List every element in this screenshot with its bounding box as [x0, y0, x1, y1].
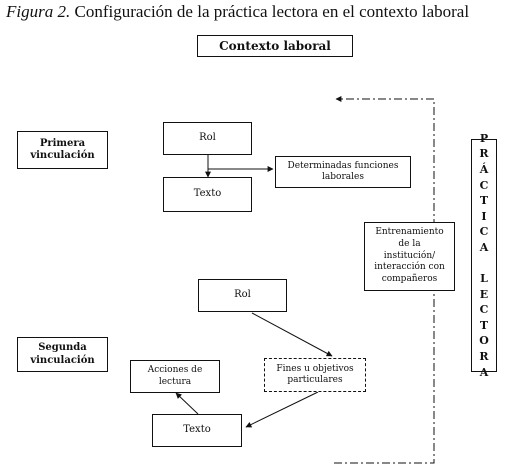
- rol-2-label: Rol: [234, 289, 251, 301]
- contexto-laboral-label: Contexto laboral: [219, 38, 331, 53]
- practica-lectora-letter: T: [479, 194, 489, 208]
- practica-lectora-letter: C: [479, 178, 489, 192]
- acciones-lectura-box: Acciones de lectura: [130, 360, 220, 393]
- practica-lectora-letter: P: [479, 131, 489, 145]
- acciones-lectura-label: Acciones de lectura: [147, 365, 203, 387]
- primera-vinculacion-label: Primera vinculación: [30, 137, 95, 162]
- funciones-laborales-box: Determinadas funciones laborales: [275, 156, 411, 188]
- practica-lectora-letter: C: [479, 303, 489, 317]
- fines-objetivos-label: Fines u objetivos particulares: [276, 363, 354, 385]
- rol-1-box: Rol: [163, 122, 252, 155]
- rol-1-label: Rol: [199, 132, 216, 144]
- funciones-laborales-label: Determinadas funciones laborales: [287, 160, 399, 182]
- practica-lectora-letter: C: [479, 225, 489, 239]
- practica-lectora-letter: L: [480, 272, 488, 286]
- practica-lectora-letter: E: [479, 287, 489, 301]
- segunda-vinculacion-label: Segunda vinculación: [30, 342, 95, 366]
- practica-lectora-letter: R: [479, 350, 489, 364]
- practica-lectora-letter: [482, 256, 486, 272]
- texto-1-box: Texto: [163, 177, 252, 212]
- fines-objetivos-box: Fines u objetivos particulares: [264, 358, 366, 392]
- practica-lectora-letter: I: [481, 209, 487, 223]
- texto-2-box: Texto: [152, 414, 242, 447]
- texto-2-label: Texto: [183, 424, 211, 436]
- rol-2-box: Rol: [198, 279, 287, 312]
- contexto-laboral-box: Contexto laboral: [197, 35, 353, 57]
- entrenamiento-label: Entrenamiento de la institución/ interac…: [374, 227, 445, 285]
- arrow-rol2-to-fines: [251, 312, 333, 357]
- practica-lectora-letter: A: [479, 365, 489, 379]
- texto-1-label: Texto: [193, 188, 222, 200]
- practica-lectora-letter: R: [479, 147, 489, 161]
- primera-vinculacion-box: Primera vinculación: [17, 131, 108, 169]
- practica-lectora-letter: A: [479, 240, 489, 254]
- arrow-fines-to-texto2: [245, 391, 319, 428]
- practica-lectora-letter: T: [479, 318, 489, 332]
- segunda-vinculacion-box: Segunda vinculación: [17, 337, 108, 372]
- practica-lectora-letter: Á: [479, 162, 489, 176]
- practica-lectora-letter: O: [479, 334, 489, 348]
- arrow-texto2-to-acciones: [175, 392, 199, 415]
- figure-title-text: Configuración de la práctica lectora en …: [74, 2, 470, 21]
- feedback-dashdot-line: [334, 96, 435, 464]
- entrenamiento-box: Entrenamiento de la institución/ interac…: [364, 222, 455, 291]
- figure-title: Figura 2. Configuración de la práctica l…: [6, 2, 469, 22]
- figure-label: Figura 2.: [6, 2, 71, 21]
